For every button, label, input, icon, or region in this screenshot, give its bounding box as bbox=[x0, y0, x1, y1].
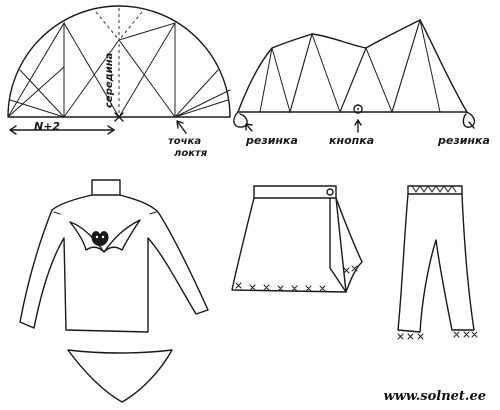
bat-eye bbox=[101, 235, 105, 239]
button-center bbox=[357, 108, 359, 110]
skirt-button-icon bbox=[326, 188, 334, 196]
middle-label: середина bbox=[104, 52, 115, 108]
button-dot-icon bbox=[353, 104, 363, 114]
elastic-left-label: резинка bbox=[246, 134, 298, 147]
button-arrow-icon bbox=[354, 119, 362, 133]
waistband-stitches bbox=[411, 185, 457, 193]
elastic-right-label: резинка bbox=[438, 134, 490, 147]
top-pattern bbox=[19, 179, 209, 333]
dash-diagonal bbox=[95, 11, 120, 41]
leggings-pattern bbox=[397, 185, 478, 340]
briefs-outline bbox=[67, 349, 173, 403]
wing-top-edge bbox=[237, 19, 468, 113]
elbow-point-label-line2: локтя bbox=[174, 148, 208, 159]
radial-line bbox=[174, 69, 219, 118]
leggings-body bbox=[397, 193, 475, 333]
elbow-point-label-line1: точка bbox=[168, 136, 202, 147]
arrow-left-icon bbox=[9, 125, 17, 135]
site-watermark: www.solnet.ee bbox=[383, 389, 486, 404]
bat-head-icon bbox=[91, 231, 109, 246]
semicircle-outline bbox=[7, 5, 231, 118]
cuff-stitches bbox=[397, 331, 478, 340]
wing-ribs bbox=[259, 19, 468, 113]
elbow-arrow-icon bbox=[176, 120, 187, 134]
seam-allowance-label: N+2 bbox=[34, 120, 61, 133]
bat-applique bbox=[69, 219, 141, 253]
collar bbox=[91, 179, 121, 196]
construction-lines bbox=[7, 22, 231, 118]
briefs-pattern bbox=[67, 349, 173, 403]
wing-elastic-pattern bbox=[233, 18, 476, 133]
bat-eye bbox=[95, 235, 99, 239]
wing-pattern bbox=[7, 5, 231, 135]
elastic-left-arrow-icon bbox=[245, 123, 253, 132]
skirt-body bbox=[231, 197, 347, 293]
radial-line bbox=[19, 69, 65, 118]
elastic-right-arrow-icon bbox=[468, 121, 475, 129]
dash-diagonal bbox=[118, 11, 143, 41]
button-label: кнопка bbox=[329, 134, 375, 147]
arrow-right-icon bbox=[107, 125, 115, 135]
elastic-left-loop bbox=[233, 111, 248, 128]
top-body bbox=[19, 194, 209, 333]
middle-cross-icon bbox=[114, 112, 124, 122]
elastic-right-loop bbox=[462, 111, 476, 128]
skirt-waistband bbox=[253, 185, 337, 199]
shoulder-marks bbox=[53, 211, 157, 215]
skirt-pattern bbox=[231, 185, 363, 293]
skirt-hem-stitches bbox=[235, 265, 358, 292]
skirt-wrap-flap bbox=[329, 197, 363, 293]
wing-zigzag bbox=[271, 18, 441, 114]
